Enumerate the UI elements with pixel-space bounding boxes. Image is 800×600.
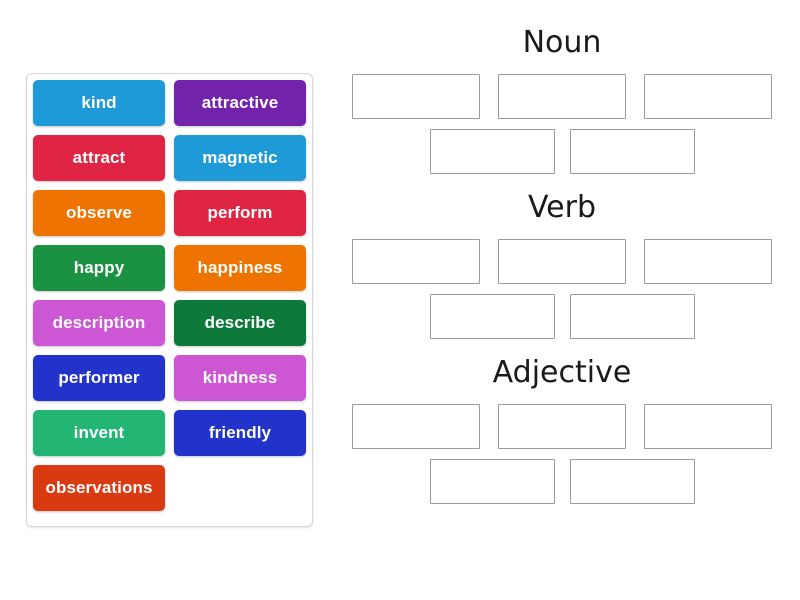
word-tile[interactable]: observations xyxy=(33,465,165,511)
drop-slot[interactable] xyxy=(352,74,480,119)
word-tile[interactable]: observe xyxy=(33,190,165,236)
word-tile[interactable]: attract xyxy=(33,135,165,181)
word-tile-empty xyxy=(174,465,306,511)
word-tile[interactable]: kindness xyxy=(174,355,306,401)
drop-slot[interactable] xyxy=(498,239,626,284)
drop-slot[interactable] xyxy=(429,129,555,174)
category-adjective: Adjective xyxy=(352,358,772,504)
drop-slot-row-top xyxy=(352,404,772,449)
drop-slot[interactable] xyxy=(644,74,772,119)
drop-slot[interactable] xyxy=(352,404,480,449)
word-tile[interactable]: magnetic xyxy=(174,135,306,181)
word-tile[interactable]: perform xyxy=(174,190,306,236)
word-tile[interactable]: happiness xyxy=(174,245,306,291)
drop-slot[interactable] xyxy=(352,239,480,284)
drop-slot[interactable] xyxy=(644,239,772,284)
drop-slot[interactable] xyxy=(429,294,555,339)
word-tile[interactable]: attractive xyxy=(174,80,306,126)
category-verb: Verb xyxy=(352,193,772,339)
word-tile[interactable]: describe xyxy=(174,300,306,346)
drop-slot-row-bottom xyxy=(352,294,772,339)
drop-slot[interactable] xyxy=(569,129,695,174)
drop-slot-row-bottom xyxy=(352,129,772,174)
drop-slot[interactable] xyxy=(429,459,555,504)
category-title: Adjective xyxy=(492,355,632,390)
word-tile[interactable]: description xyxy=(33,300,165,346)
category-title: Verb xyxy=(527,190,597,225)
category-noun: Noun xyxy=(352,28,772,174)
drop-slot[interactable] xyxy=(644,404,772,449)
word-tile[interactable]: friendly xyxy=(174,410,306,456)
drop-slot-row-bottom xyxy=(352,459,772,504)
word-tile[interactable]: performer xyxy=(33,355,165,401)
drop-slot[interactable] xyxy=(569,459,695,504)
drop-slot[interactable] xyxy=(498,74,626,119)
drop-slot-row-top xyxy=(352,239,772,284)
category-title: Noun xyxy=(522,25,602,60)
drop-slot[interactable] xyxy=(498,404,626,449)
word-tile[interactable]: happy xyxy=(33,245,165,291)
drop-slot-row-top xyxy=(352,74,772,119)
word-tile[interactable]: invent xyxy=(33,410,165,456)
drop-slot[interactable] xyxy=(569,294,695,339)
word-tile[interactable]: kind xyxy=(33,80,165,126)
